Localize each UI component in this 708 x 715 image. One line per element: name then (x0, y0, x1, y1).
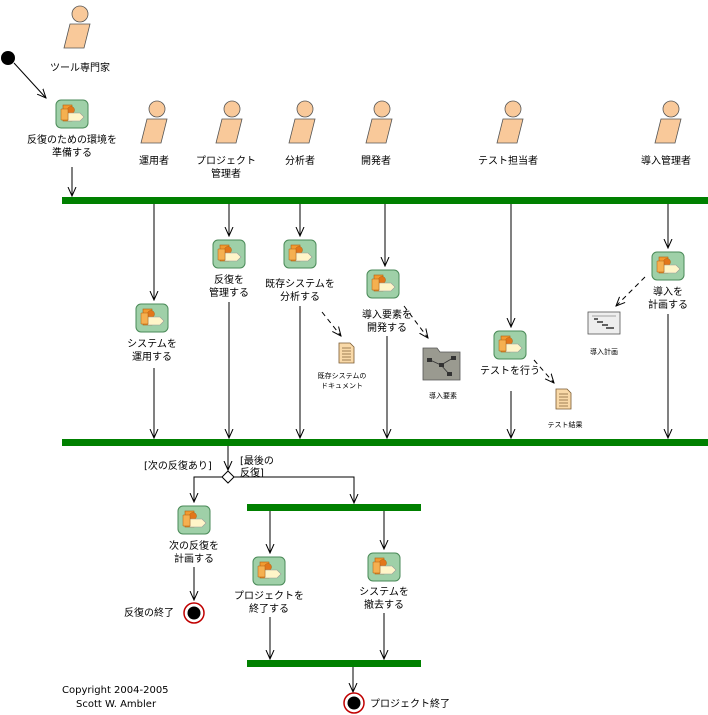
artifact-deploy-elements: 導入要素 (422, 347, 461, 400)
package-icon (422, 347, 461, 381)
activity-label: システムを (359, 586, 409, 598)
artifact-existing-system-docs: 既存システムの ドキュメント (318, 342, 367, 390)
activity-label: プロジェクトを (234, 590, 304, 602)
flow-develop-to-elements (403, 305, 428, 338)
actor-analyst: 分析者 (285, 100, 316, 167)
activity-label: 分析する (280, 290, 320, 303)
join-bar (62, 439, 708, 446)
activity-end-project[interactable]: プロジェクトを 終了する (234, 556, 304, 615)
activity-plan-next-iteration[interactable]: 次の反復を 計画する (169, 505, 219, 565)
activity-label: 導入を (653, 285, 683, 298)
artifact-label: 既存システムの (318, 371, 367, 380)
flow-decision-to-plan-next (194, 476, 222, 502)
decision-node (221, 470, 235, 484)
activity-label: 次の反復を (169, 539, 219, 552)
activity-label: テストを行う (480, 364, 540, 377)
artifact-test-results: テスト結果 (548, 388, 583, 429)
activity-label: 既存システムを (265, 277, 335, 290)
artifact-label: テスト結果 (548, 420, 583, 429)
final-node-iteration-end: 反復の終了 (124, 602, 205, 624)
guard-last-iteration: [最後の (240, 454, 274, 467)
flow-decision-to-fork (234, 476, 354, 503)
activity-prepare-environment[interactable]: 反復のための環境を 準備する (27, 99, 117, 159)
activity-develop-deploy-elements[interactable]: 導入要素を 開発する (362, 269, 412, 334)
activity-label: 計画する (648, 298, 688, 311)
actor-label: ツール専門家 (50, 61, 110, 74)
actor-tester: テスト担当者 (478, 100, 538, 167)
activity-label: 導入要素を (362, 308, 412, 321)
activity-label: 運用する (132, 351, 172, 363)
copyright-line: Copyright 2004-2005 (62, 685, 169, 696)
activity-manage-iteration[interactable]: 反復を 管理する (209, 239, 249, 299)
activity-label: 計画する (174, 552, 214, 565)
document-icon (338, 342, 355, 364)
guard-next-iteration: [次の反復あり] (144, 459, 212, 472)
actor-label: 導入管理者 (641, 154, 691, 167)
copyright-line: Scott W. Ambler (76, 699, 157, 710)
actor-label: 分析者 (285, 154, 315, 167)
activity-label: 撤去する (364, 598, 404, 611)
final-node-label: プロジェクト終了 (370, 697, 450, 710)
actor-developer: 開発者 (361, 100, 393, 167)
artifact-label: 導入計画 (590, 347, 618, 356)
activity-label: 開発する (367, 321, 407, 334)
activity-retire-system[interactable]: システムを 撤去する (359, 552, 409, 611)
document-icon (555, 388, 572, 410)
fork-bar-final (247, 504, 421, 511)
artifact-label: 導入要素 (429, 391, 457, 400)
actor-operator: 運用者 (139, 100, 169, 167)
flow-initial-to-prepare (13, 62, 46, 98)
activity-label: 準備する (52, 146, 92, 159)
initial-node (1, 51, 15, 65)
actor-label: プロジェクト (196, 155, 256, 167)
guard-last-iteration: 反復] (240, 466, 264, 479)
actor-label: 管理者 (211, 167, 241, 180)
activity-analyze-system[interactable]: 既存システムを 分析する (265, 239, 335, 303)
activity-label: 反復のための環境を (27, 133, 117, 146)
activity-label: 終了する (249, 602, 289, 615)
activity-operate-system[interactable]: システムを 運用する (127, 303, 177, 363)
artifact-deploy-plan: 導入計画 (587, 311, 621, 356)
final-node-label: 反復の終了 (124, 606, 174, 619)
actor-label: 運用者 (139, 155, 169, 167)
activity-test[interactable]: テストを行う (480, 330, 540, 377)
artifact-label: ドキュメント (321, 382, 363, 390)
actor-label: 開発者 (361, 154, 391, 167)
flow-plan-to-deploy-plan (616, 276, 646, 306)
fork-bar-top (62, 197, 708, 204)
activity-label: システムを (127, 338, 177, 350)
activity-plan-deployment[interactable]: 導入を 計画する (648, 251, 688, 311)
flow-analyze-to-docs (321, 311, 341, 336)
activity-label: 管理する (209, 286, 249, 299)
join-bar-final (247, 660, 421, 667)
actor-project-manager: プロジェクト 管理者 (196, 100, 256, 180)
chart-icon (587, 311, 621, 335)
final-node-project-end: プロジェクト終了 (343, 692, 450, 714)
actor-deployment-manager: 導入管理者 (641, 100, 691, 167)
activity-label: 反復を (214, 273, 244, 286)
actor-tool-specialist: ツール専門家 (50, 5, 110, 74)
actor-label: テスト担当者 (478, 154, 538, 167)
